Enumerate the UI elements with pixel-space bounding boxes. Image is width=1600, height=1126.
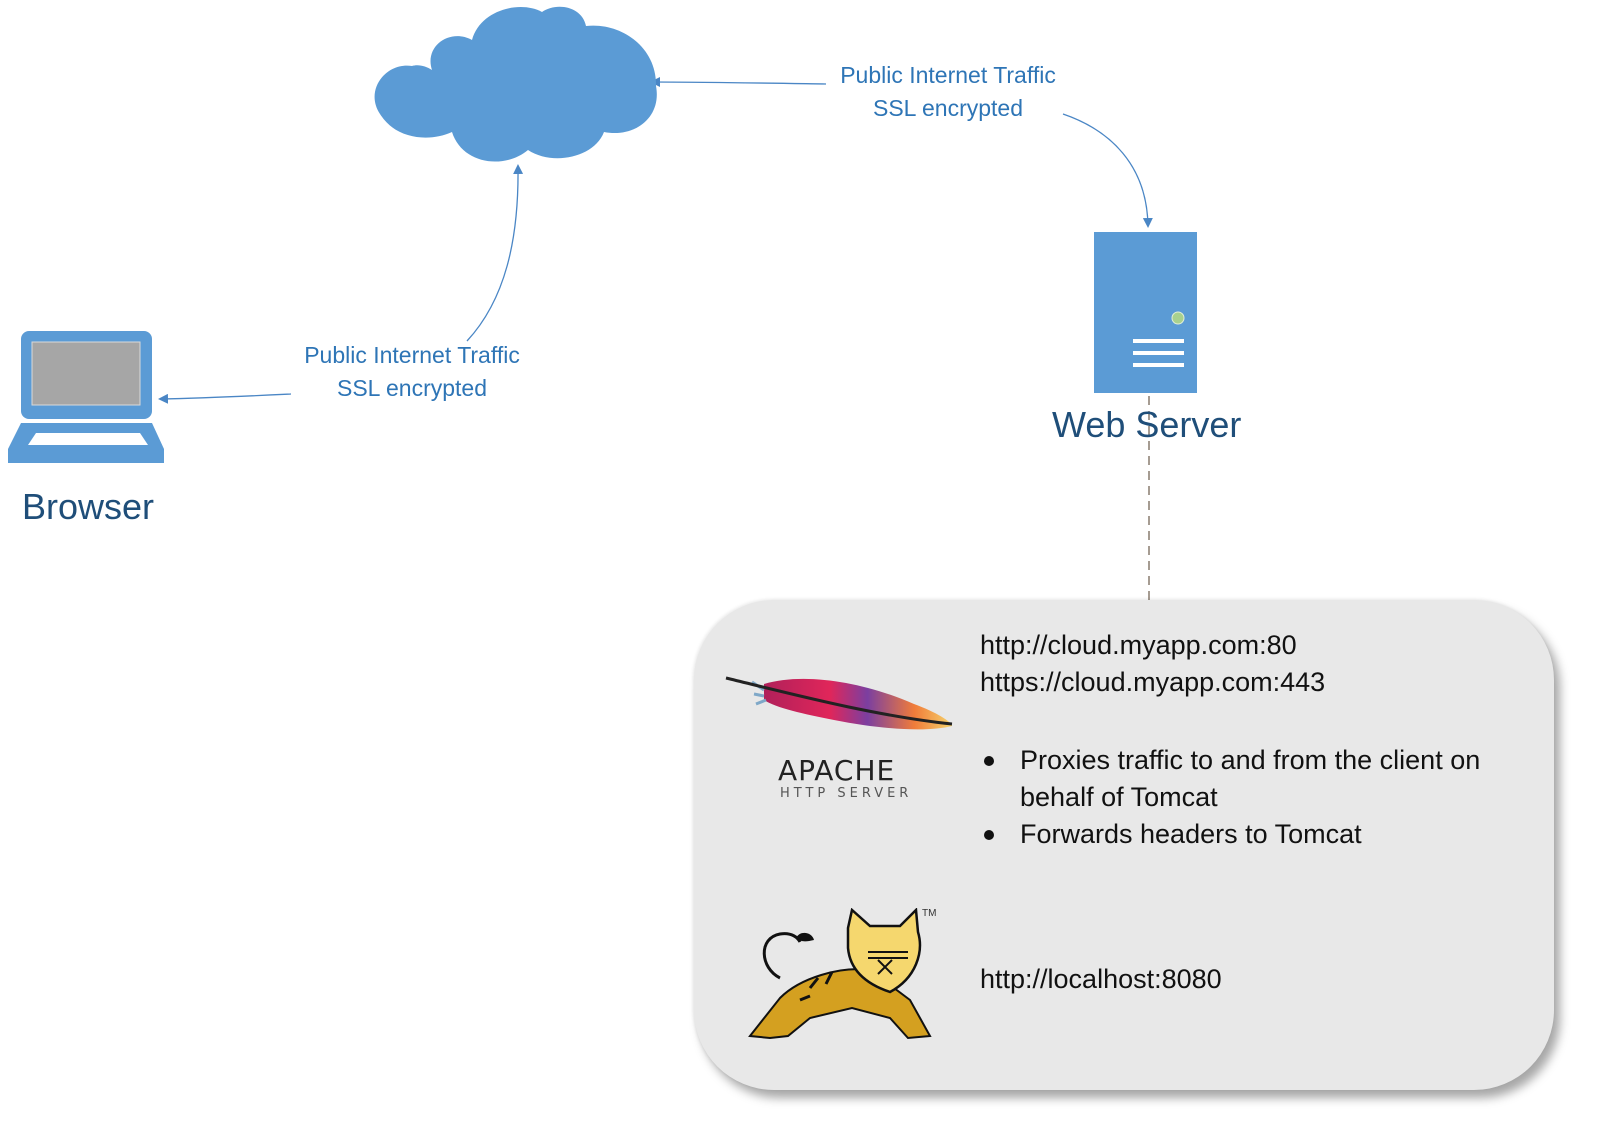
browser-label: Browser <box>22 486 155 527</box>
tomcat-trademark: TM <box>922 908 937 919</box>
apache-url-http: http://cloud.myapp.com:80 <box>980 630 1297 660</box>
tomcat-logo-icon <box>748 908 932 1040</box>
apache-feather-icon <box>725 676 953 730</box>
cloud-icon <box>374 6 657 162</box>
edge-label-line1: Public Internet Traffic <box>840 62 1056 88</box>
apache-feature-text: Proxies traffic to and from the client o… <box>1020 745 1481 812</box>
arrow-label-to-cloud-bottom <box>466 164 524 342</box>
apache-url-https: https://cloud.myapp.com:443 <box>980 667 1326 697</box>
edge-label-line2: SSL encrypted <box>336 375 488 401</box>
server-icon <box>1094 232 1197 393</box>
edge-label-line1: Public Internet Traffic <box>304 342 520 368</box>
web-server-label: Web Server <box>1052 404 1242 445</box>
arrow-label-to-webserver <box>1062 113 1153 228</box>
apache-logo-word: APACHE <box>778 754 896 787</box>
laptop-icon <box>8 331 164 463</box>
apache-feature-text: Forwards headers to Tomcat <box>1020 819 1362 849</box>
bullet-icon <box>984 830 994 840</box>
edge-label-cloud-webserver: Public Internet Traffic SSL encrypted <box>828 59 1068 125</box>
server-stack-panel: APACHE HTTP SERVER http://cloud.myapp.co… <box>694 600 1554 1090</box>
edge-label-cloud-browser: Public Internet Traffic SSL encrypted <box>292 339 532 405</box>
apache-logo: APACHE HTTP SERVER <box>724 652 954 812</box>
bullet-icon <box>984 756 994 766</box>
arrow-label-to-cloud <box>650 77 827 88</box>
arrow-label-to-browser <box>158 393 292 404</box>
tomcat-url: http://localhost:8080 <box>980 964 1222 994</box>
apache-logo-sub: HTTP SERVER <box>780 786 913 801</box>
apache-feature-item: Forwards headers to Tomcat <box>980 816 1530 853</box>
apache-feature-item: Proxies traffic to and from the client o… <box>980 742 1530 816</box>
edge-label-line2: SSL encrypted <box>872 95 1024 121</box>
apache-feature-list: Proxies traffic to and from the client o… <box>980 742 1530 853</box>
